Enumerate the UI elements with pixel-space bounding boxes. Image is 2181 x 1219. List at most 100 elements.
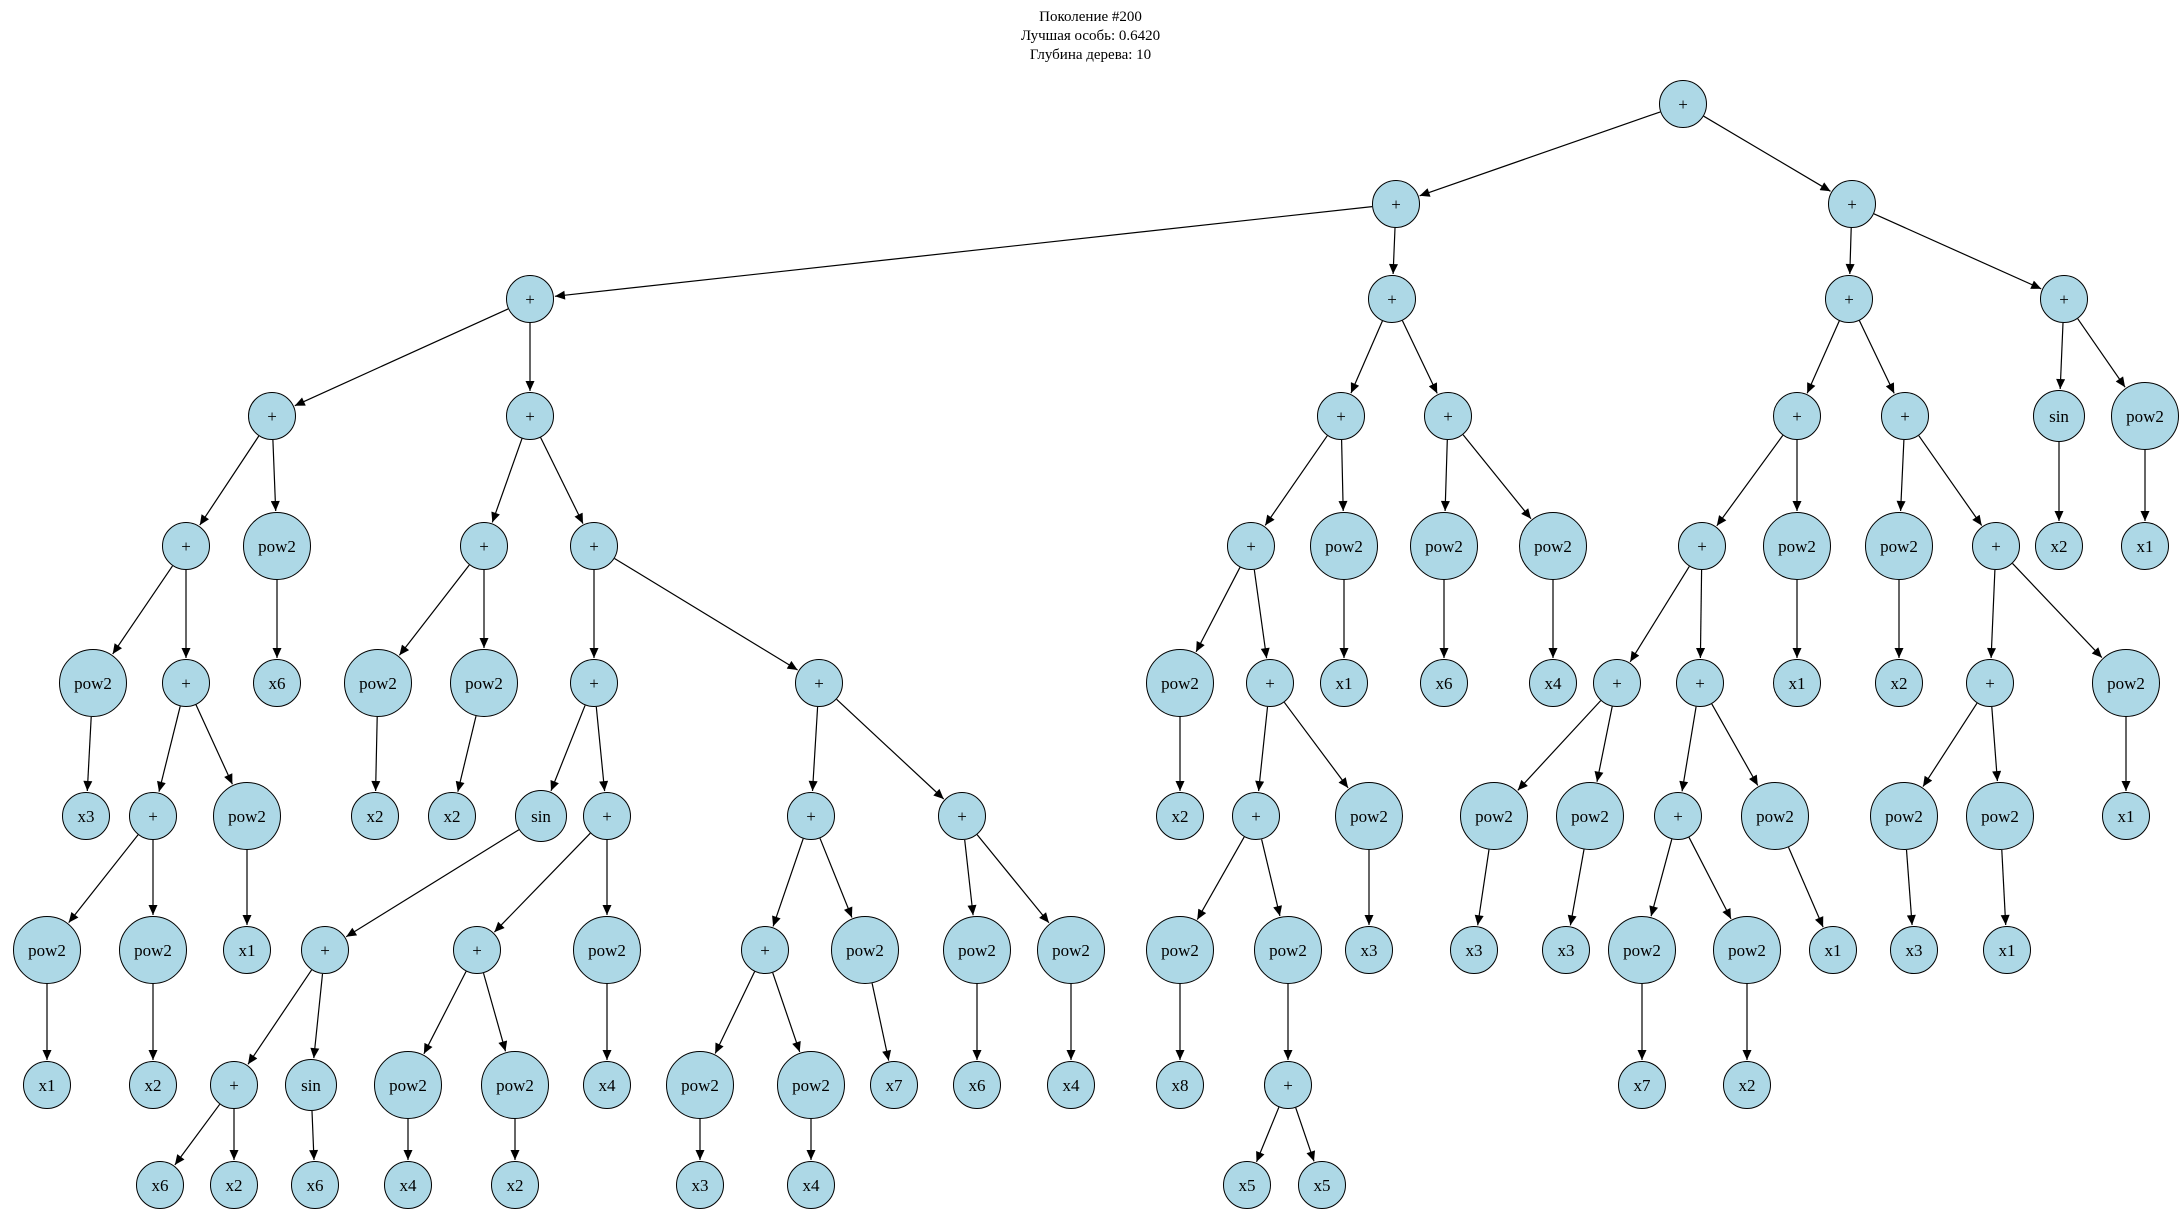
tree-node: pow2 [1608, 916, 1676, 984]
tree-node: + [1232, 792, 1280, 840]
tree-edge [1338, 439, 1348, 512]
tree-edge [371, 716, 381, 792]
tree-edge [1787, 846, 1824, 928]
tree-edge [1261, 839, 1282, 917]
tree-node: + [1966, 659, 2014, 707]
tree-node: x1 [223, 926, 271, 974]
tree-node: pow2 [2092, 649, 2160, 717]
tree-edge [1806, 320, 1840, 394]
tree-node: x2 [129, 1061, 177, 1109]
tree-edge [1401, 320, 1438, 394]
tree-node: x1 [1773, 659, 1821, 707]
tree-edge [1517, 700, 1602, 791]
tree-node: + [248, 392, 296, 440]
tree-node: pow2 [777, 1051, 845, 1119]
tree-edge [1283, 701, 1349, 789]
tree-node: + [795, 659, 843, 707]
tree-edge [1196, 836, 1245, 920]
tree-node: pow2 [1865, 512, 1933, 580]
tree-node: + [1659, 80, 1707, 128]
tree-edge [964, 839, 977, 916]
tree-node: x5 [1223, 1161, 1271, 1209]
tree-node: pow2 [243, 512, 311, 580]
tree-edge [2012, 562, 2103, 659]
tree-edge [1474, 849, 1490, 926]
tree-node: x8 [1156, 1061, 1204, 1109]
tree-edge [819, 838, 853, 918]
tree-edge [1253, 569, 1270, 659]
tree-edge [1649, 839, 1673, 917]
tree-edge [195, 704, 233, 785]
tree-node: + [1654, 792, 1702, 840]
tree-edge [1991, 706, 2002, 782]
tree-edge [1845, 227, 1855, 275]
tree-edge [1905, 849, 1916, 926]
title-best-individual: Лучшая особь: 0.6420 [1020, 28, 1161, 44]
tree-edge [270, 439, 280, 512]
tree-node: x2 [351, 792, 399, 840]
tree-edge [1711, 703, 1759, 786]
tree-node: x4 [384, 1161, 432, 1209]
tree-node: x1 [1320, 659, 1368, 707]
tree-node: + [1424, 392, 1472, 440]
tree-edge [309, 1110, 319, 1161]
tree-node: sin [285, 1059, 337, 1111]
tree-node: pow2 [1037, 916, 1105, 984]
tree-node: + [741, 926, 789, 974]
tree-node: + [787, 792, 835, 840]
tree-node: x1 [23, 1061, 71, 1109]
tree-node: + [1828, 180, 1876, 228]
tree-edge [2000, 849, 2010, 926]
tree-edge [345, 829, 520, 938]
tree-edge [491, 438, 523, 523]
tree-node: x1 [2121, 522, 2169, 570]
tree-edge [112, 565, 173, 655]
tree-edge [871, 983, 892, 1061]
tree-edge [423, 971, 467, 1055]
tree-edge [1440, 439, 1450, 512]
tree-node: + [506, 392, 554, 440]
tree-node: pow2 [1713, 916, 1781, 984]
tree-edge [398, 564, 470, 656]
tree-node: + [210, 1061, 258, 1109]
tree-edge [1703, 115, 1831, 192]
tree-node: pow2 [59, 649, 127, 717]
tree-node: + [453, 926, 501, 974]
tree-node: pow2 [831, 916, 899, 984]
tree-node: + [129, 792, 177, 840]
tree-edge [1696, 569, 1706, 659]
tree-node: pow2 [119, 916, 187, 984]
tree-node: x1 [2102, 792, 2150, 840]
tree-node: x4 [1529, 659, 1577, 707]
tree-edge [1716, 435, 1784, 527]
graph-title: Поколение #200 Лучшая особь: 0.6420 Глуб… [0, 8, 2181, 65]
tree-node: + [570, 522, 618, 570]
tree-node: pow2 [344, 649, 412, 717]
tree-node: + [1825, 275, 1873, 323]
tree-node: pow2 [1556, 782, 1624, 850]
tree-node: + [1368, 275, 1416, 323]
tree-edge [540, 437, 584, 524]
title-tree-depth: Глубина дерева: 10 [1029, 47, 1152, 63]
tree-edge [1629, 566, 1690, 663]
tree-edge [157, 706, 181, 792]
tree-edge [1419, 111, 1661, 197]
tree-node: x2 [1723, 1061, 1771, 1109]
tree-node: + [1972, 522, 2020, 570]
tree-edge [714, 971, 756, 1054]
tree-node: pow2 [1519, 512, 1587, 580]
tree-node: pow2 [481, 1051, 549, 1119]
tree-edge [1350, 320, 1383, 394]
tree-node: pow2 [573, 916, 641, 984]
tree-edge [614, 557, 798, 671]
tree-edge [1679, 706, 1697, 792]
tree-edge [1195, 567, 1241, 653]
tree-node: pow2 [1410, 512, 1478, 580]
tree-node: x5 [1298, 1161, 1346, 1209]
tree-node: pow2 [1335, 782, 1403, 850]
tree-node: + [301, 926, 349, 974]
tree-node: + [1881, 392, 1929, 440]
